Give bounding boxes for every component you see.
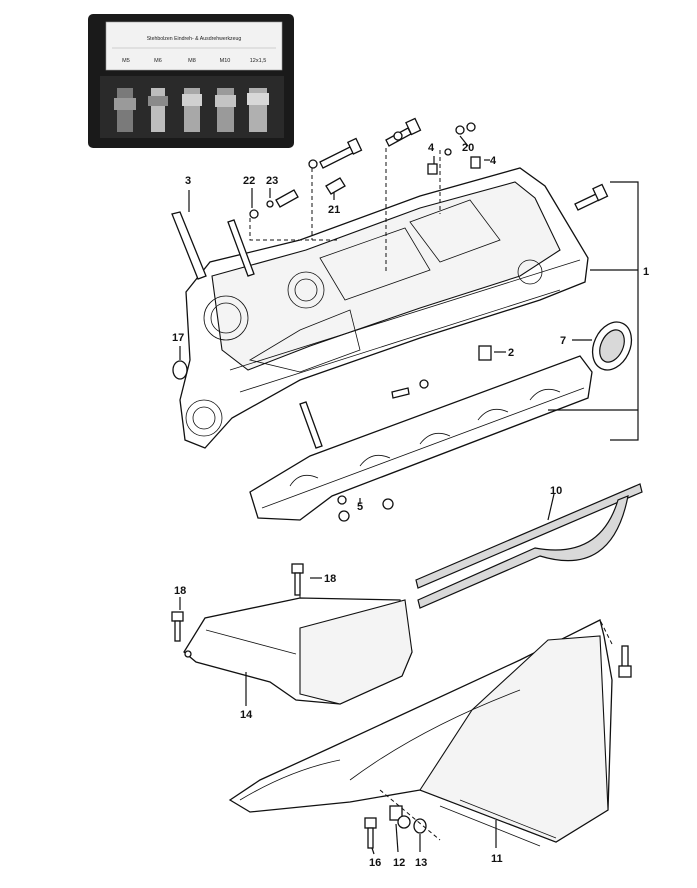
kit-size-m6: M6 [154,58,162,64]
tool-kit-case: Stehbolzen Eindreh- & Ausdrehwerkzeug M5… [88,14,294,148]
callout-1: 1 [643,266,649,278]
stud-tool-m5 [114,88,136,132]
kit-size-m5: M5 [122,58,130,64]
leader-lines [179,135,639,855]
callout-12: 12 [393,857,405,869]
callout-7: 7 [560,335,566,347]
callout-17: 17 [172,332,184,344]
cylinder-stud [171,211,323,449]
oil-pan [228,619,613,847]
oil-baffle [183,597,413,705]
callout-18-left: 18 [174,585,186,597]
oil-pan-gasket [415,483,643,609]
drain-plug [389,805,411,829]
pan-bolt [364,645,632,849]
callout-20: 20 [462,142,474,154]
kit-size-12x15: 12x1,5 [250,58,267,64]
callout-5: 5 [357,501,363,513]
callout-4-right: 4 [490,155,497,167]
stud-tool-m10 [215,88,236,132]
callout-10: 10 [550,485,562,497]
callout-2: 2 [508,347,514,359]
stud-tool-12x15 [247,88,269,132]
callout-11: 11 [491,853,503,865]
callout-18-right: 18 [324,573,336,585]
stud-tool-m6 [148,88,168,132]
kit-title: Stehbolzen Eindreh- & Ausdrehwerkzeug [147,36,242,42]
dowel-pin-4a [427,163,438,175]
dowel-pin-4b [470,156,481,169]
top-bolts [308,117,609,399]
callout-16: 16 [369,857,381,869]
stud-tool-m8 [182,88,202,132]
callout-14: 14 [240,709,253,721]
kit-size-m10: M10 [220,58,231,64]
crankcase-upper-half [179,167,589,449]
callout-4-upper: 4 [428,142,435,154]
crankshaft-seal [591,321,633,371]
callout-13: 13 [415,857,427,869]
bearing-carrier [249,355,593,522]
dowel-pin-2 [478,345,492,361]
callout-22: 22 [243,175,255,187]
sensor-parts [249,177,346,219]
callout-23: 23 [266,175,278,187]
callout-21: 21 [328,204,340,216]
kit-size-m8: M8 [188,58,196,64]
bolt-18 [171,563,304,642]
sealing-washer [413,818,427,834]
plug-17 [172,360,188,380]
callout-3: 3 [185,175,191,187]
